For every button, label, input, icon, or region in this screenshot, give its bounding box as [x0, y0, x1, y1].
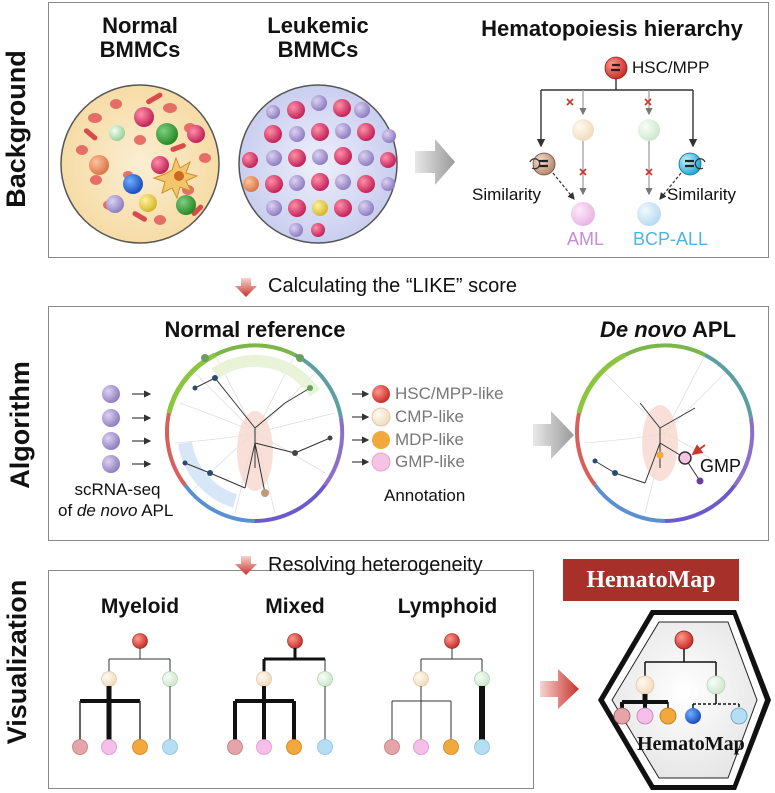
- input-cells: [102, 385, 152, 473]
- visualization-red-arrow: [540, 669, 579, 709]
- step-calculating-like-score: Calculating the “LIKE” score: [268, 275, 518, 297]
- normal-bmmc-circle: [60, 84, 220, 244]
- similarity-right-label: Similarity: [667, 185, 736, 204]
- hematomap-hexagon-logo: [598, 610, 771, 790]
- algorithm-gray-arrow: [533, 411, 574, 459]
- annotation-legend-dots: [352, 385, 391, 472]
- legend-cmp-like: CMP-like: [395, 407, 464, 426]
- legend-mdp-like: MDP-like: [395, 430, 464, 449]
- hsc-mpp-label: HSC/MPP: [632, 58, 710, 77]
- step1-red-arrow: [235, 278, 257, 297]
- hierarchy-title: Hematopoiesis hierarchy: [481, 16, 743, 41]
- legend-gmp-like: GMP-like: [395, 452, 465, 471]
- normal-reference-title: Normal reference: [164, 317, 346, 342]
- scrna-seq-label-line1: scRNA-seq: [74, 480, 161, 499]
- lymphoid-tree: [384, 633, 490, 755]
- bcp-all-label: BCP-ALL: [633, 229, 709, 249]
- normal-bmmc-title: Normal BMMCs: [99, 13, 181, 62]
- background-gray-arrow: [415, 139, 455, 185]
- scrna-seq-label-line2: of de novo APL: [58, 501, 173, 521]
- myeloid-title: Myeloid: [100, 595, 180, 618]
- lymphoid-title: Lymphoid: [397, 595, 498, 618]
- step-resolving-heterogeneity: Resolving heterogeneity: [268, 554, 483, 576]
- mixed-tree: [227, 633, 333, 755]
- denovo-apl-title-rest: APL: [686, 317, 737, 342]
- denovo-apl-title: De novo APL: [578, 318, 758, 342]
- gmp-callout-label: GMP: [700, 456, 742, 476]
- aml-label: AML: [567, 229, 605, 249]
- leukemic-bmmc-circle: [238, 84, 398, 244]
- myeloid-tree: [72, 633, 178, 755]
- step2-red-arrow: [235, 556, 257, 575]
- normal-reference-tree: [165, 343, 345, 523]
- scrna-line2-italic: de novo: [76, 501, 138, 520]
- hematomap-brand-banner: HematoMap: [563, 559, 739, 601]
- annotation-label: Annotation: [384, 486, 466, 505]
- similarity-left-label: Similarity: [472, 185, 541, 204]
- hematomap-inner-wordmark: HematoMap: [637, 733, 745, 755]
- denovo-apl-title-italic: De novo: [599, 317, 687, 342]
- scrna-line2-pre: of: [58, 501, 77, 520]
- mixed-title: Mixed: [265, 595, 325, 618]
- scrna-line2-post: APL: [137, 501, 174, 520]
- leukemic-bmmc-title: Leukemic BMMCs: [267, 13, 369, 62]
- denovo-apl-tree: [575, 343, 755, 523]
- macrophage-cell: [152, 156, 199, 200]
- legend-hsc-mpp-like: HSC/MPP-like: [395, 384, 504, 403]
- hierarchy-diagram: [529, 56, 706, 226]
